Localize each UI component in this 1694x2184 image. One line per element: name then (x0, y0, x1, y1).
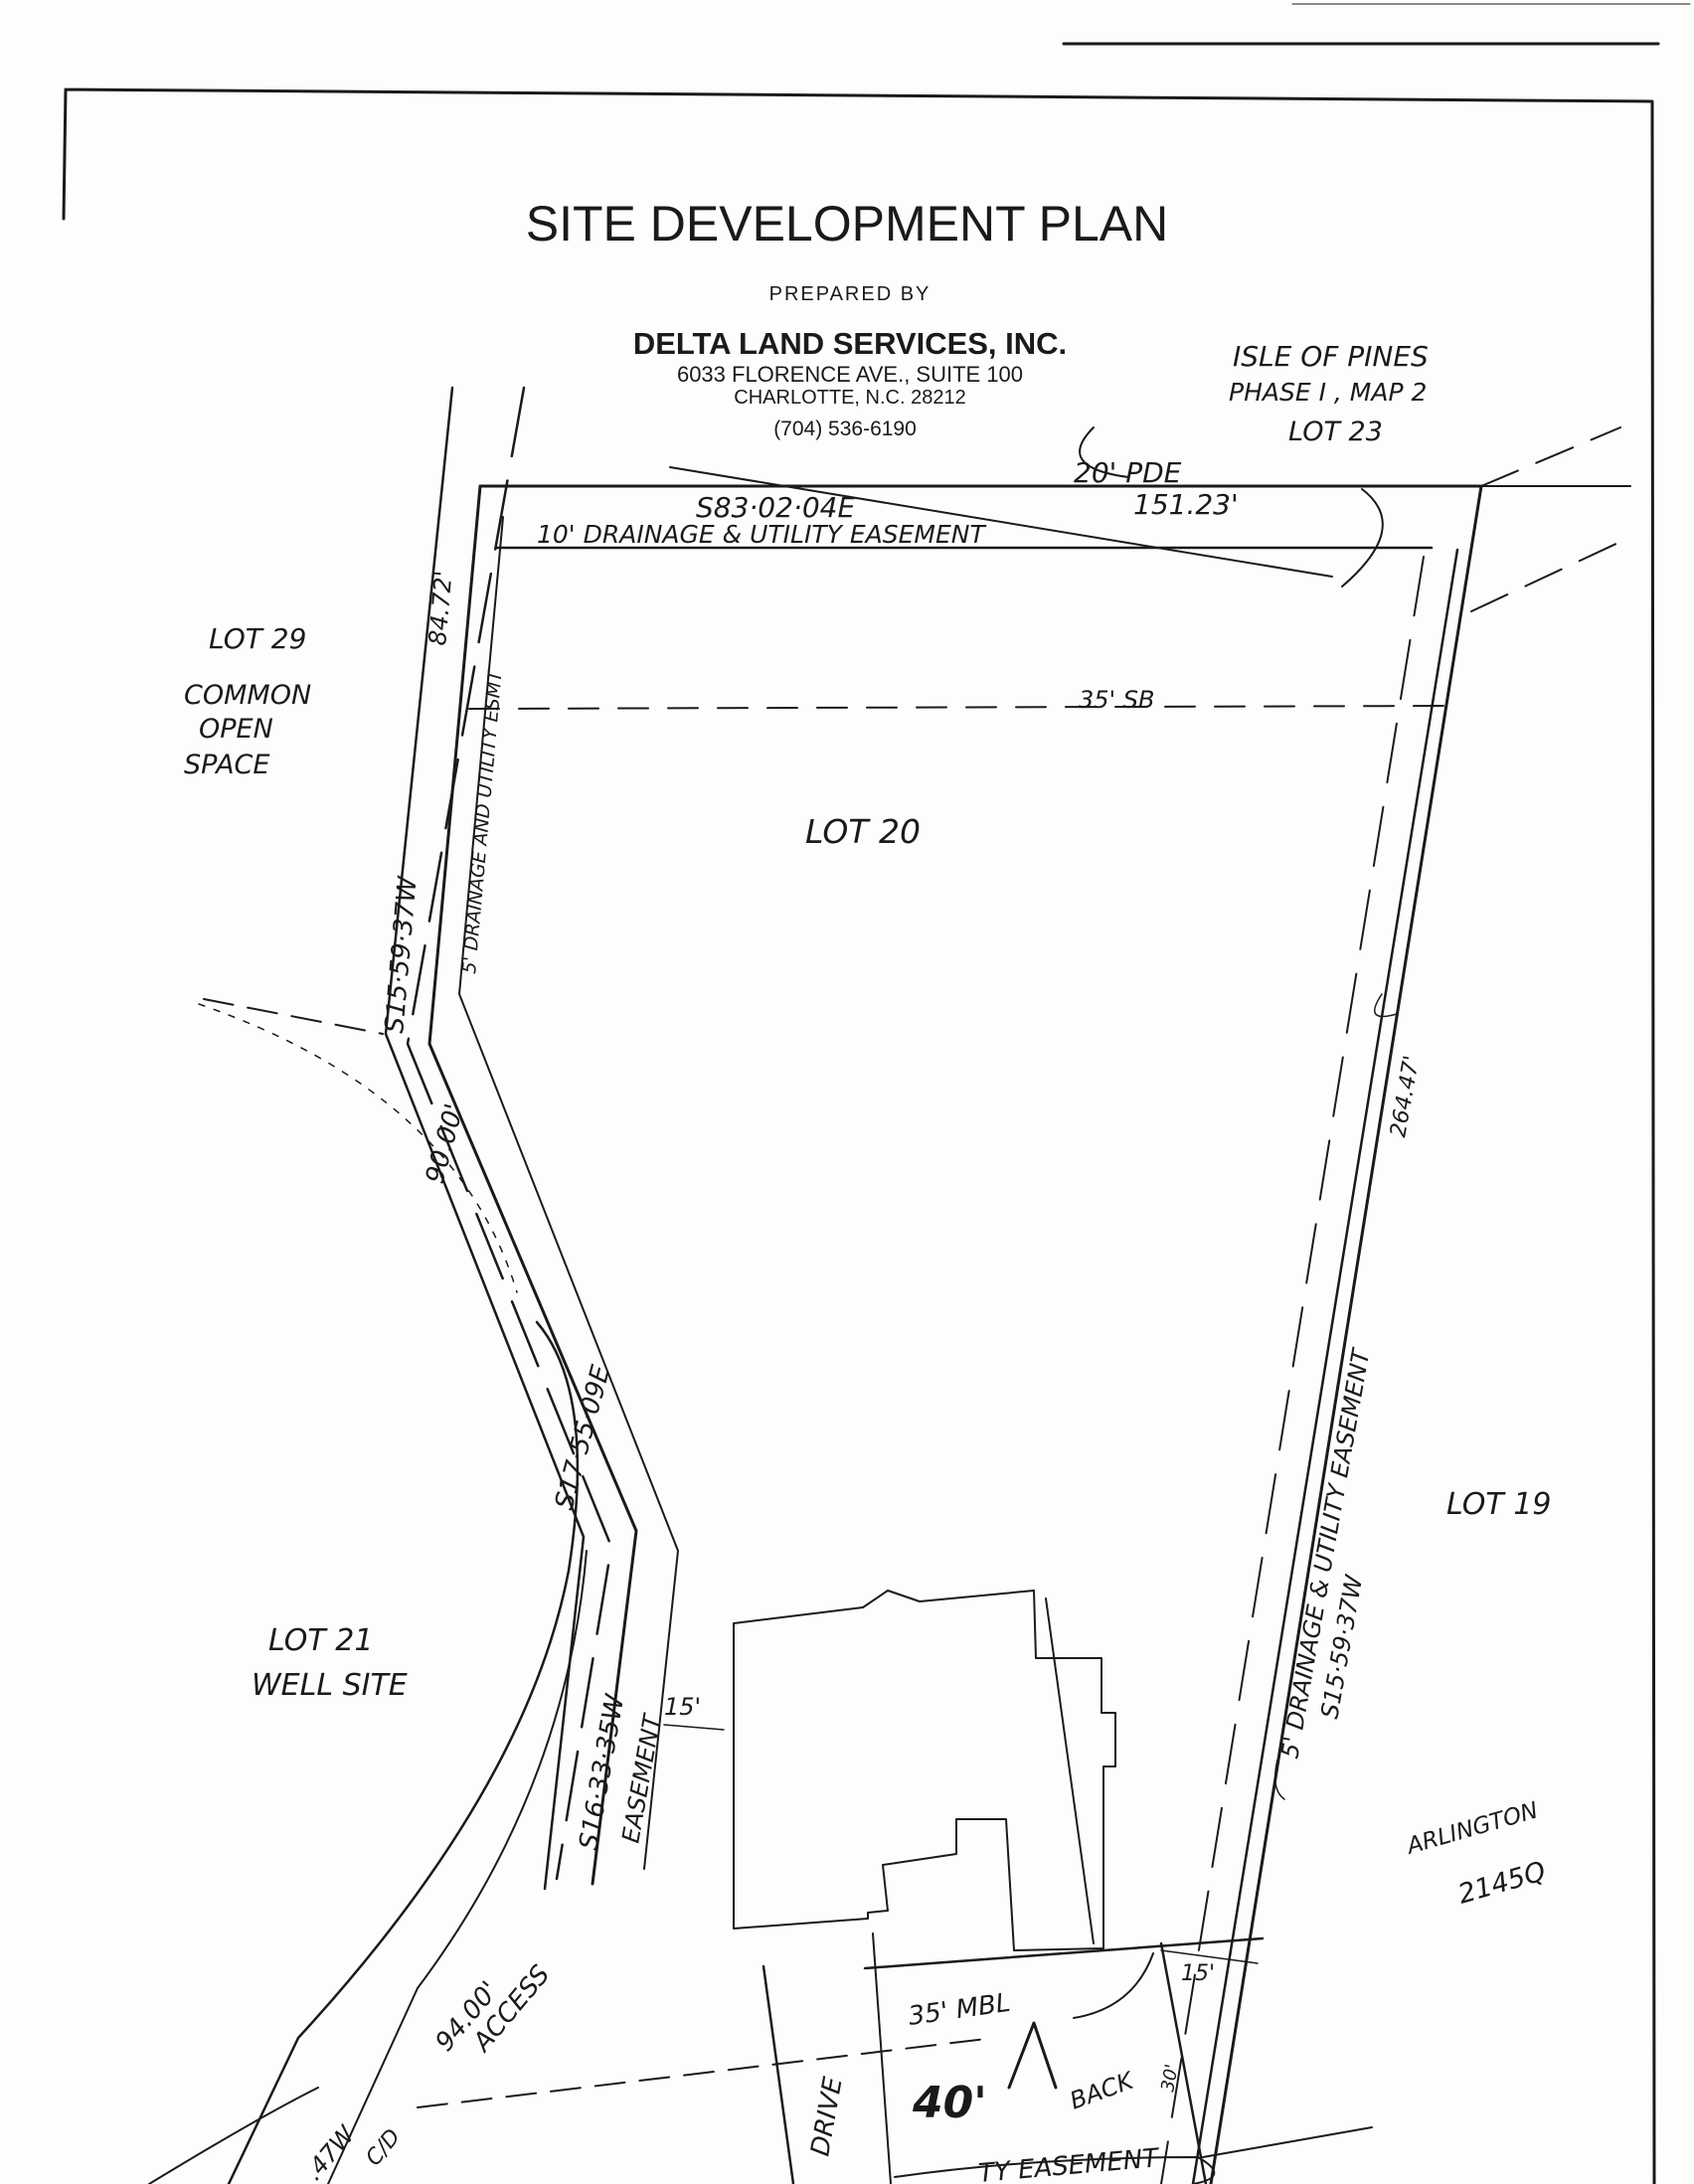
company-address-line1: 6033 FLORENCE AVE., SUITE 100 (677, 362, 1023, 387)
lot-29-label: LOT 29 (209, 622, 306, 655)
bottom-easement-label: TY EASEMENT (977, 2143, 1161, 2184)
left-distance: 84.72' (424, 570, 457, 646)
mbl-label: 35' MBL (907, 1988, 1012, 2032)
setback-line (468, 705, 1452, 710)
lot20-left-line (427, 484, 638, 1886)
lot20-left-easement-line (458, 516, 679, 1870)
lot20-right-line (1209, 484, 1483, 2184)
setback-dimension-arrow (1045, 1597, 1095, 1944)
lot23-boundary (1470, 541, 1621, 612)
lot-19-label: LOT 19 (1446, 1487, 1551, 1522)
right-setback-arrow (1160, 1949, 1259, 1964)
top-bearing: S83·02·04E (696, 491, 855, 524)
road-row-line (384, 386, 586, 1891)
forty-label: 40' (912, 2078, 987, 2128)
driveway-line (1159, 1941, 1208, 2184)
company-address-line2: CHARLOTTE, N.C. 28212 (734, 387, 965, 409)
common-label: COMMON (184, 680, 311, 711)
front-easement-line (894, 2156, 1216, 2184)
cul-de-sac-curve (198, 1003, 518, 1293)
bearing-s17: S17·55·09E (550, 1362, 617, 1513)
company-name: DELTA LAND SERVICES, INC. (633, 326, 1067, 361)
lot-21-label: LOT 21 (268, 1623, 373, 1658)
road-curve (327, 1550, 588, 2184)
sheet-border (62, 87, 1656, 2184)
front-property-line (417, 2037, 995, 2108)
model-name: ARLINGTON (1403, 1797, 1542, 1860)
pde-line (669, 466, 1333, 578)
road-row-line (406, 386, 613, 1881)
back-label: BACK (1066, 2066, 1138, 2114)
lot-line-left (203, 998, 384, 1035)
left-bearing: S15·59·37W (380, 874, 424, 1034)
plan-title: SITE DEVELOPMENT PLAN (526, 196, 1168, 252)
right-distance: 264.47' (1386, 1054, 1425, 1139)
house-side-setback: 15' (664, 1693, 701, 1721)
pde-label: 20' PDE (1074, 456, 1182, 489)
house-footprint (733, 1590, 1116, 1951)
drive-label: DRIVE (805, 2075, 849, 2159)
left-curve (148, 2087, 319, 2184)
mbl-line (863, 1936, 1265, 1970)
top-distance: 151.23' (1133, 488, 1239, 521)
driveway-line (762, 1964, 795, 2184)
open-label: OPEN (199, 714, 273, 745)
front-property-line (1202, 2126, 1373, 2158)
right-setback-label: 15' (1181, 1961, 1215, 1986)
lot20-right-easement-line (1160, 556, 1425, 2184)
lot20-right-line (1191, 548, 1459, 2184)
company-phone: (704) 536-6190 (773, 418, 917, 440)
pde-arrow (1079, 426, 1384, 588)
well-site-label: WELL SITE (252, 1668, 408, 1703)
lot-23-label: LOT 23 (1288, 417, 1383, 447)
subdivision-name: ISLE OF PINES (1233, 340, 1429, 373)
lot23-boundary (1480, 426, 1621, 487)
prepared-by-label: PREPARED BY (769, 283, 932, 305)
model-code: 2145Q (1454, 1856, 1549, 1911)
distance-47: .47W (299, 2119, 361, 2184)
driveway-line (872, 1932, 892, 2184)
setback-label: 35' SB (1079, 686, 1154, 714)
road-curve (227, 1320, 580, 2184)
subdivision-phase: PHASE I , MAP 2 (1229, 378, 1427, 407)
side-setback-arrow (663, 1724, 725, 1731)
space-label: SPACE (184, 750, 269, 780)
right-easement-arrow (1273, 993, 1398, 1800)
mbl-arrow (1073, 1952, 1154, 2019)
top-easement-label: 10' DRAINAGE & UTILITY EASEMENT (537, 520, 986, 549)
thirty-label: 30' (1157, 2063, 1183, 2094)
depth-arrow (1007, 2021, 1058, 2090)
cl-label: C/D (361, 2124, 406, 2170)
lot-20-label: LOT 20 (805, 812, 921, 851)
